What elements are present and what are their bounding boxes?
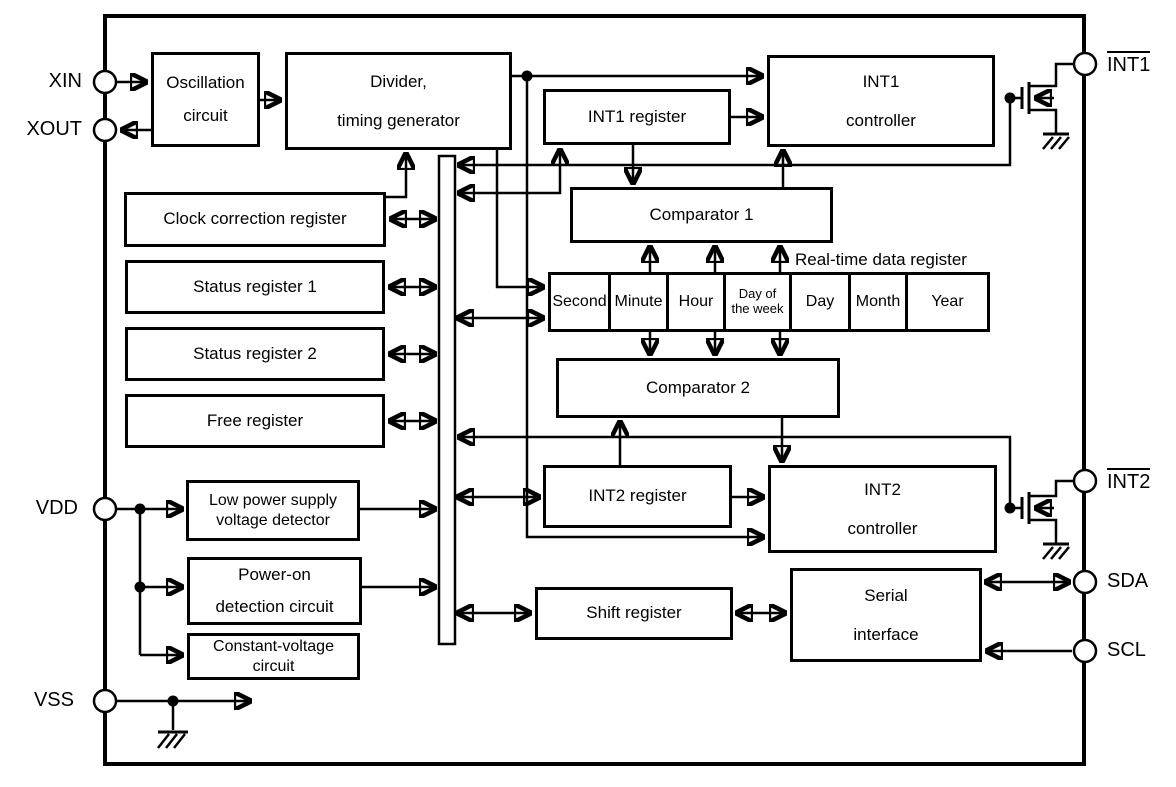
- cell-hour: Hour: [669, 275, 726, 329]
- junction-dots: [134, 70, 1016, 707]
- ground-vss-icon: [157, 730, 188, 749]
- wire-divider-seconds: [495, 150, 544, 287]
- mosfet-int2: [1010, 479, 1074, 543]
- free-register-block: Free register: [125, 394, 385, 448]
- cell-second: Second: [551, 275, 611, 329]
- ground-int1-icon: [1042, 132, 1070, 150]
- pin-sda: [1072, 569, 1098, 595]
- pin-vdd: [92, 496, 118, 522]
- pin-label-int2: INT2: [1107, 468, 1151, 494]
- cell-month: Month: [851, 275, 908, 329]
- pin-label-int1: INT1: [1107, 51, 1151, 77]
- int2-controller-block: INT2 controller: [768, 465, 997, 553]
- realtime-data-register-title: Real-time data register: [795, 250, 967, 269]
- chip-border: [103, 14, 1086, 766]
- pins: [92, 51, 1098, 714]
- pin-xin: [92, 69, 118, 95]
- shift-register-block: Shift register: [535, 587, 733, 640]
- cell-minute: Minute: [611, 275, 669, 329]
- internal-bus: [437, 154, 457, 646]
- wire-bus-int1register: [458, 149, 560, 193]
- pin-label-scl: SCL: [1107, 639, 1146, 661]
- pin-int2: [1072, 468, 1098, 494]
- constant-voltage-circuit-block: Constant-voltage circuit: [187, 633, 360, 680]
- pin-scl: [1072, 638, 1098, 664]
- status-register-2-block: Status register 2: [125, 327, 385, 381]
- wire-clockcorrection-divider: [386, 153, 406, 199]
- wire-clock-int2controller: [525, 76, 764, 537]
- pin-label-xin: XIN: [48, 70, 82, 92]
- clock-correction-register-block: Clock correction register: [124, 192, 386, 247]
- serial-interface-block: Serial interface: [790, 568, 982, 662]
- pin-label-vss: VSS: [33, 689, 74, 711]
- power-on-detection-circuit-block: Power-on detection circuit: [187, 557, 362, 625]
- pin-vss: [92, 688, 118, 714]
- wires: [116, 76, 1072, 730]
- realtime-data-register: Second Minute Hour Day of the week Day M…: [548, 272, 990, 332]
- pin-label-vdd: VDD: [35, 497, 78, 519]
- cell-year: Year: [931, 293, 964, 310]
- comparator1-block: Comparator 1: [570, 187, 833, 243]
- low-power-supply-voltage-detector-block: Low power supply voltage detector: [186, 480, 360, 541]
- pin-int1: [1072, 51, 1098, 77]
- mosfet-int1: [1010, 62, 1074, 133]
- cell-day: Day: [792, 275, 851, 329]
- pin-xout: [92, 117, 118, 143]
- int2-register-block: INT2 register: [543, 465, 732, 528]
- wire-int1controller-bus-feedback: [458, 98, 1012, 165]
- int1-register-block: INT1 register: [543, 89, 731, 145]
- pin-label-xout: XOUT: [26, 118, 82, 140]
- pin-label-sda: SDA: [1107, 570, 1149, 592]
- int1-controller-block: INT1 controller: [767, 55, 995, 147]
- status-register-1-block: Status register 1: [125, 260, 385, 314]
- divider-timing-generator-block: Divider, timing generator: [285, 52, 512, 150]
- ground-int2-icon: [1042, 542, 1070, 560]
- wire-int2controller-bus-feedback: [458, 437, 1012, 508]
- cell-day-of-week: Day of the week: [726, 275, 792, 329]
- oscillation-circuit-block: Oscillation circuit: [151, 52, 260, 147]
- comparator2-block: Comparator 2: [556, 358, 840, 418]
